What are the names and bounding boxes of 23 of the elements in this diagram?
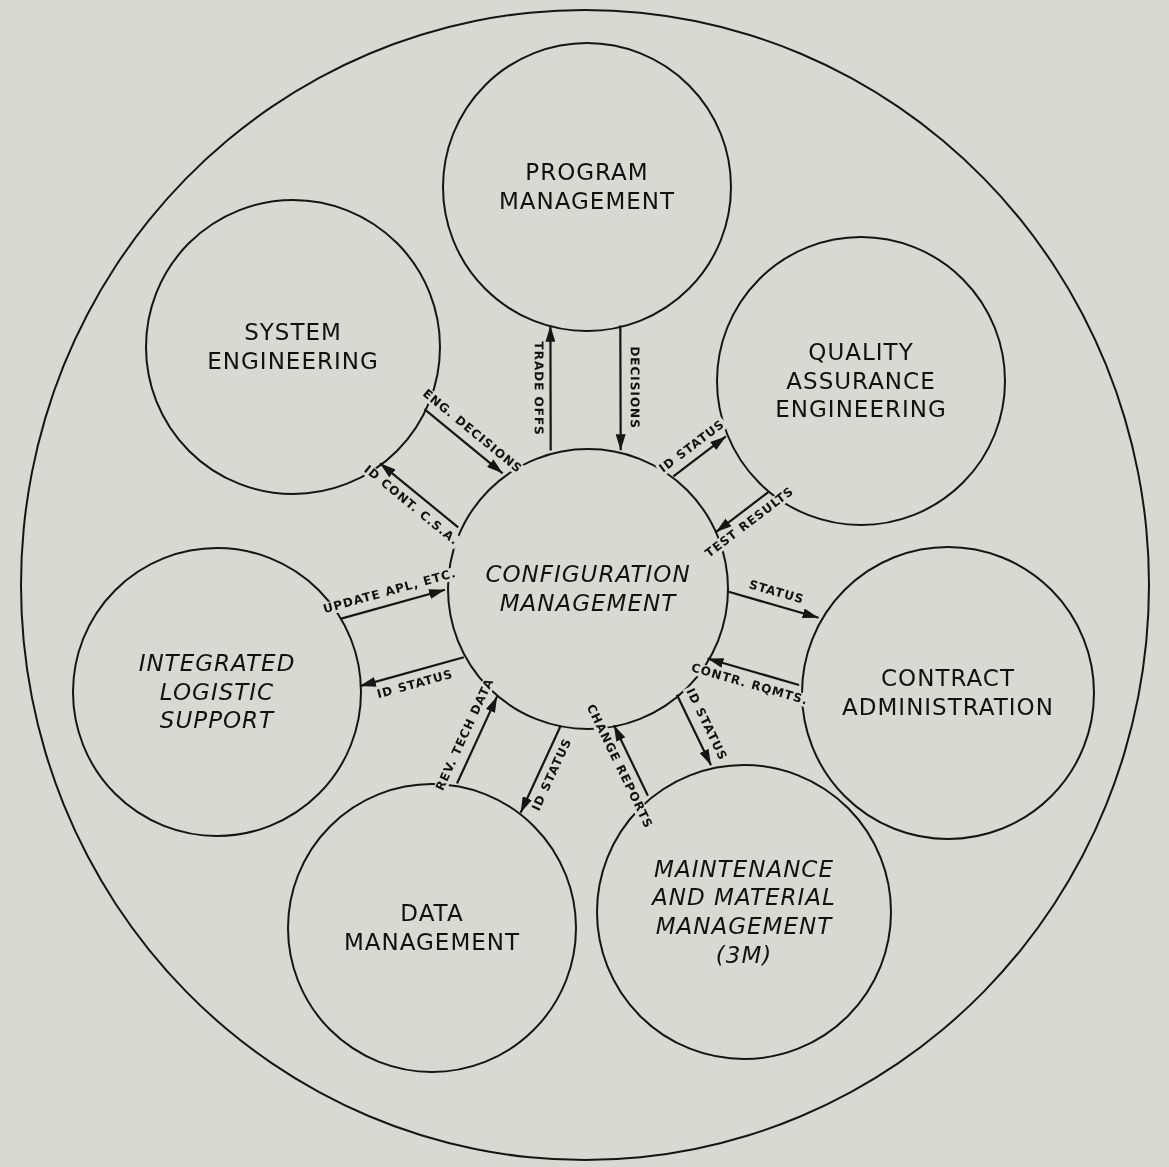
arrow <box>456 695 499 784</box>
node-label: PROGRAM MANAGEMENT <box>497 158 677 216</box>
arrow <box>519 725 562 814</box>
circle-node <box>442 42 732 332</box>
arrow <box>612 724 649 797</box>
node-label: MAINTENANCE AND MATERIAL MANAGEMENT (3M) <box>650 854 837 970</box>
arrow <box>707 657 800 687</box>
arrow <box>672 435 727 478</box>
node-label: CONTRACT ADMINISTRATION <box>841 664 1055 722</box>
node-label: INTEGRATED LOGISTIC SUPPORT <box>137 648 297 736</box>
arrow <box>726 590 819 619</box>
arrow <box>423 408 504 475</box>
arrow <box>340 588 446 620</box>
arrow <box>545 325 556 451</box>
arrow <box>615 325 626 451</box>
node-label: DATA MANAGEMENT <box>342 899 522 957</box>
node-label: SYSTEM ENGINEERING <box>206 318 380 376</box>
arrow <box>715 491 769 533</box>
node-label: CONFIGURATION MANAGEMENT <box>484 560 692 618</box>
node-label: QUALITY ASSURANCE ENGINEERING <box>774 337 948 425</box>
arrow <box>379 462 459 529</box>
arrow <box>359 656 465 688</box>
arrow <box>675 694 712 766</box>
